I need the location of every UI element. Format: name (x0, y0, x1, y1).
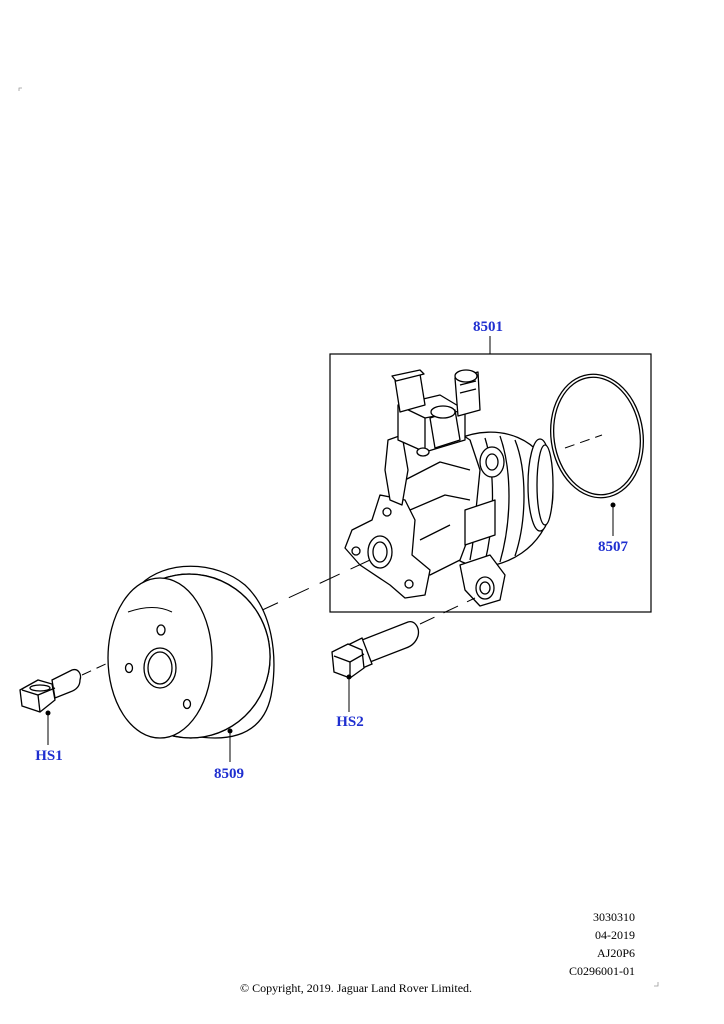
o-ring-part (549, 373, 645, 499)
axis-line-pulley (257, 559, 371, 613)
callout-hs2[interactable]: HS2 (336, 714, 364, 730)
reference-date: 04-2019 (595, 928, 635, 942)
leader-hs2-dot (346, 674, 352, 680)
callout-8509[interactable]: 8509 (214, 766, 244, 782)
axis-line-pump-bolt (419, 597, 476, 625)
bolt-hs1-part (19, 668, 82, 713)
callout-hs1[interactable]: HS1 (35, 748, 63, 764)
reference-code: 3030310 (593, 910, 635, 924)
water-pump-part (344, 369, 554, 607)
leader-8509-dot (227, 728, 233, 734)
axis-line-hs1 (81, 661, 111, 676)
corner-mark-bottom-right (654, 982, 659, 987)
leader-hs1-dot (45, 710, 51, 716)
leader-8507-dot (610, 502, 616, 508)
bolt-hs2-part (331, 621, 420, 679)
copyright-notice: © Copyright, 2019. Jaguar Land Rover Lim… (239, 981, 473, 995)
callout-8507[interactable]: 8507 (598, 539, 629, 555)
corner-mark-top-left (18, 87, 22, 91)
callout-8501[interactable]: 8501 (473, 319, 503, 335)
pulley-part (107, 565, 275, 739)
reference-illustration-id: C0296001-01 (569, 964, 635, 978)
reference-block: 3030310 04-2019 AJ20P6 C0296001-01 (569, 908, 635, 980)
reference-engine: AJ20P6 (596, 946, 635, 960)
